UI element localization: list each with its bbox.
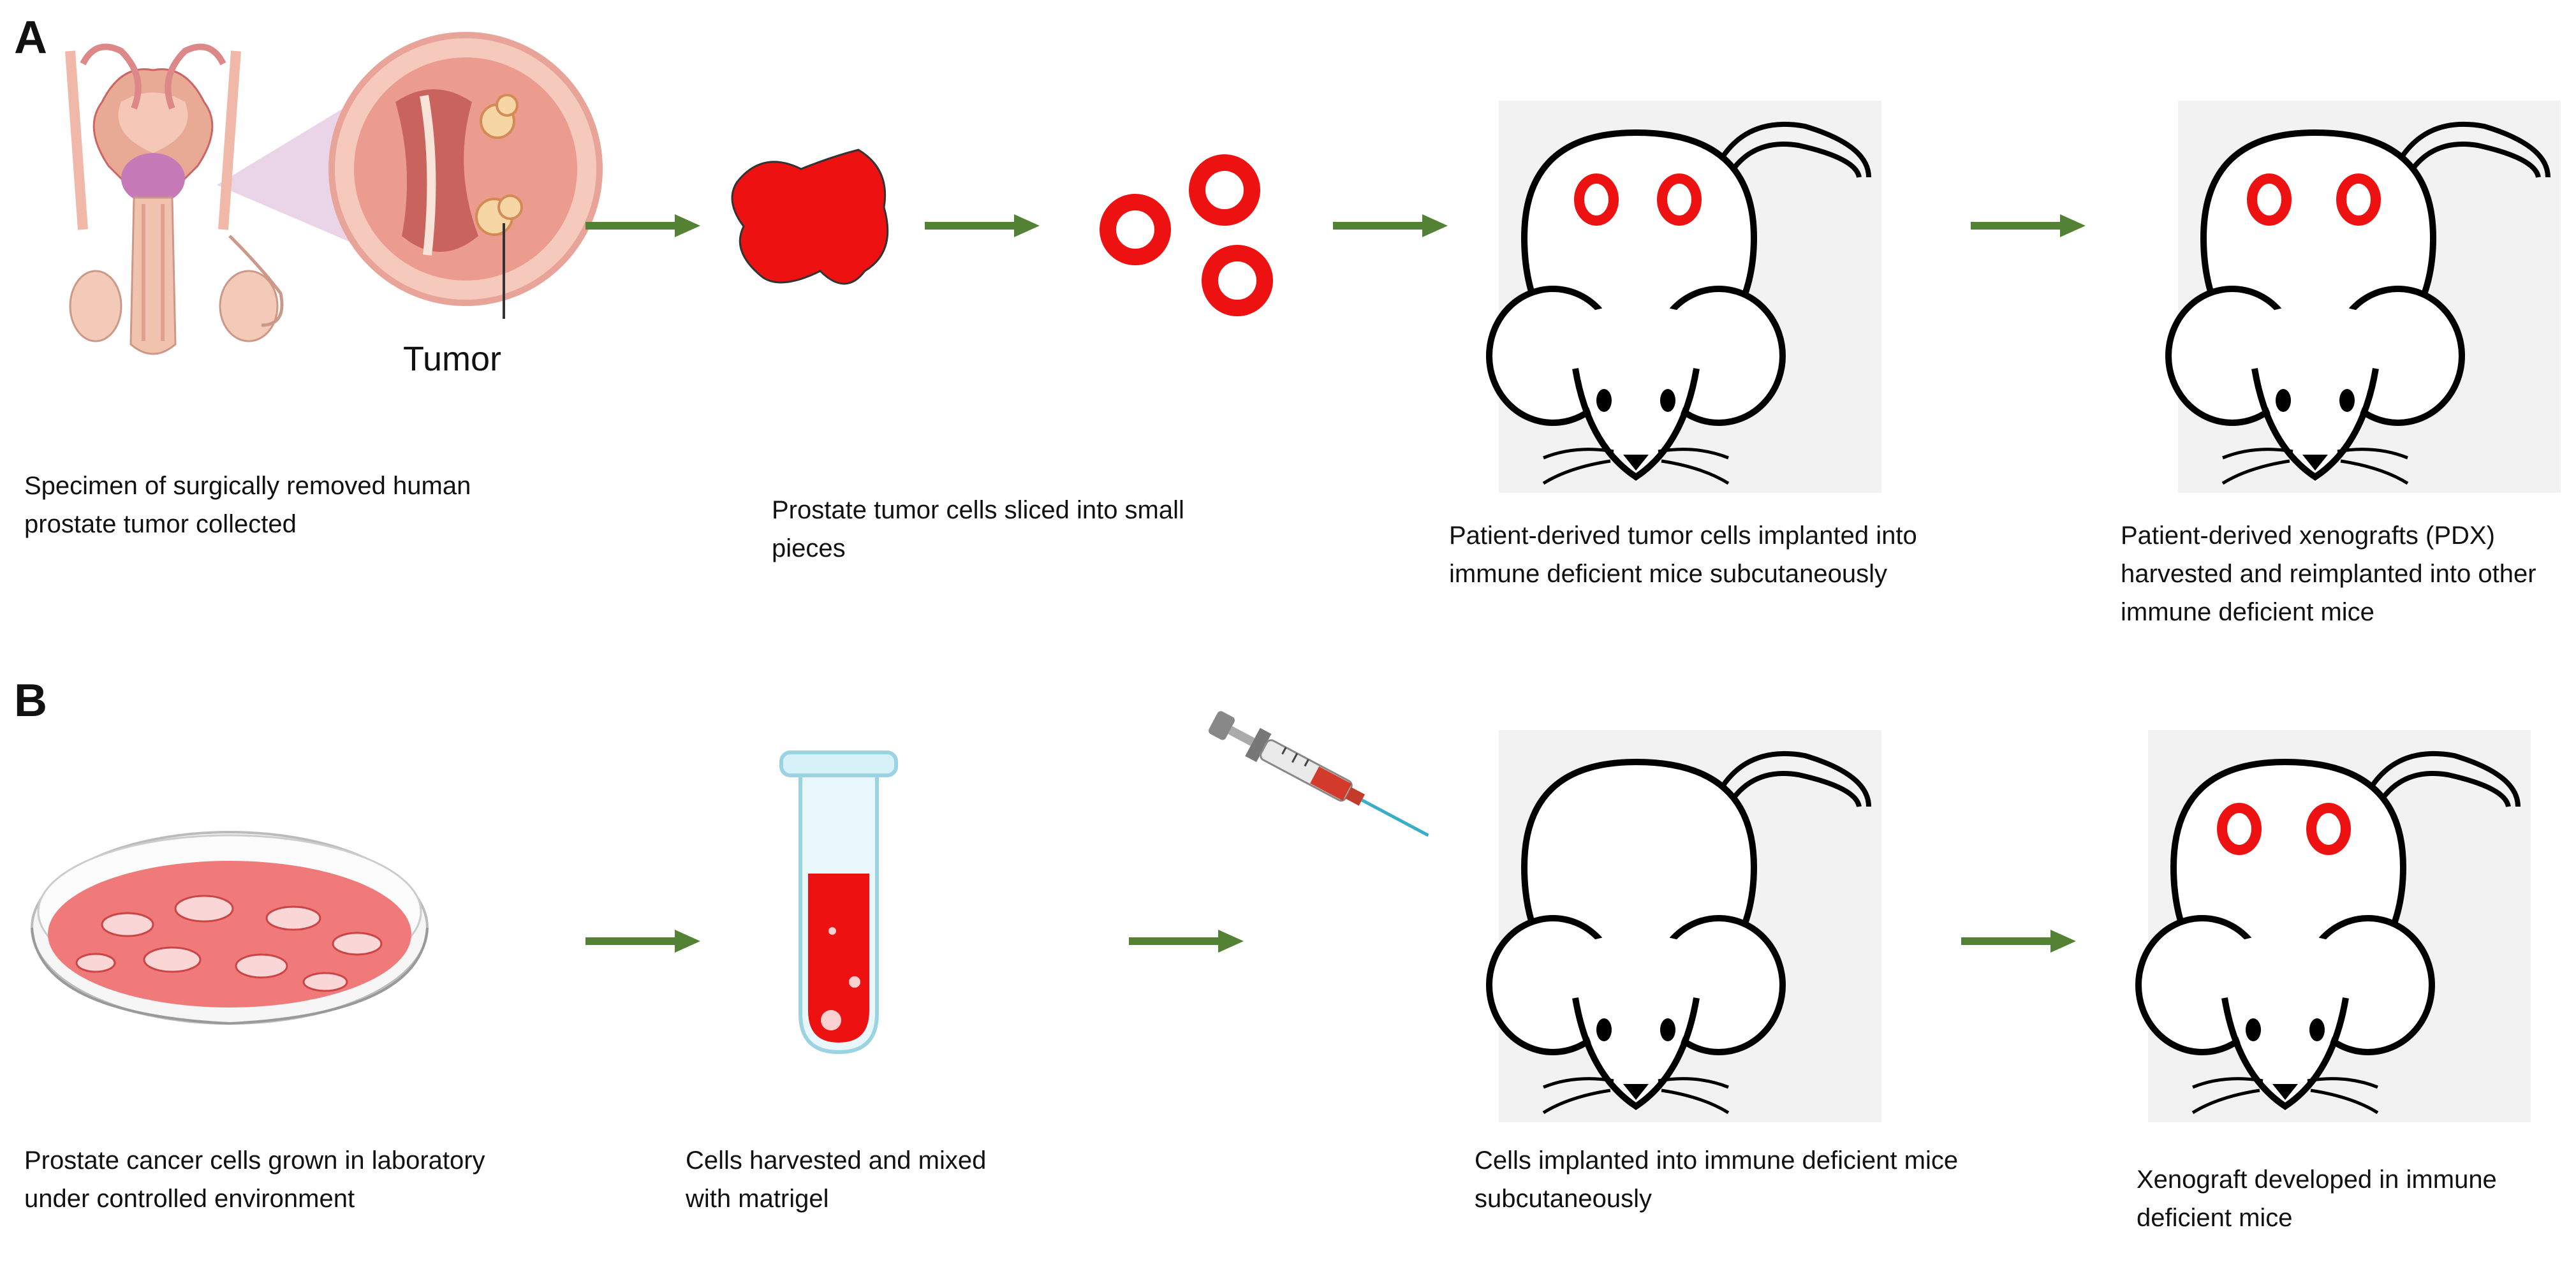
arrow-right-icon xyxy=(585,214,700,237)
panel-a-label: A xyxy=(14,12,47,63)
caption-a4: Patient-derived xenografts (PDX) harvest… xyxy=(2121,522,2536,626)
arrow-right-icon xyxy=(1129,930,1244,953)
tumor-pieces-rings xyxy=(1100,154,1273,316)
arrow-right-icon xyxy=(585,930,700,953)
mouse-with-tumor-illustration xyxy=(1486,121,1871,485)
tumor-chunk-shape xyxy=(731,149,889,285)
caption-a3: Patient-derived tumor cells implanted in… xyxy=(1449,522,1917,588)
arrow-right-icon xyxy=(1961,930,2076,953)
caption-b3: Cells implanted into immune deficient mi… xyxy=(1475,1146,1959,1213)
arrow-right-icon xyxy=(925,214,1040,237)
arrow-right-icon xyxy=(1971,214,2086,237)
caption-a2: Prostate tumor cells sliced into small p… xyxy=(772,496,1184,562)
syringe-icon xyxy=(1208,711,1429,837)
mouse-with-pdx-illustration xyxy=(2165,121,2550,485)
caption-b1: Prostate cancer cells grown in laborator… xyxy=(24,1146,485,1213)
caption-a1: Specimen of surgically removed human pro… xyxy=(24,472,471,538)
mouse-illustration xyxy=(1486,751,1871,1115)
test-tube-illustration xyxy=(779,751,898,1055)
prostate-anatomy-illustration xyxy=(65,32,603,355)
caption-b2: Cells harvested and mixed with matrigel xyxy=(686,1146,987,1213)
arrow-right-icon xyxy=(1333,214,1448,237)
tumor-label: Tumor xyxy=(403,340,502,378)
panel-b-label: B xyxy=(14,675,47,726)
mouse-with-xenograft-illustration xyxy=(2135,751,2521,1115)
caption-b4: Xenograft developed in immune deficient … xyxy=(2137,1166,2497,1232)
petri-dish-illustration xyxy=(31,831,429,1025)
